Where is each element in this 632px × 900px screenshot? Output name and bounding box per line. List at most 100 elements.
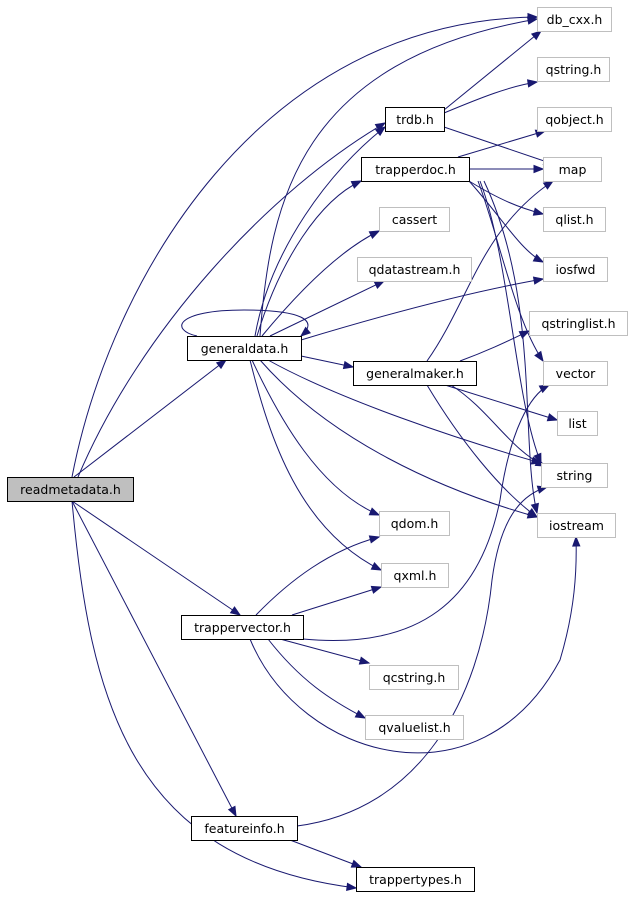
- node-string[interactable]: string: [541, 463, 608, 488]
- edge-line: [426, 384, 538, 518]
- node-qstringlist[interactable]: qstringlist.h: [529, 311, 628, 336]
- node-featureinfo[interactable]: featureinfo.h: [191, 816, 298, 841]
- node-label: map: [559, 162, 587, 177]
- edge-line: [71, 500, 241, 616]
- node-box: [365, 715, 464, 740]
- node-box: [541, 463, 608, 488]
- arrowhead: [368, 230, 381, 239]
- node-box: [543, 361, 608, 386]
- node-label: generaldata.h: [201, 341, 289, 356]
- edge-line: [426, 180, 554, 362]
- node-qlist[interactable]: qlist.h: [543, 207, 606, 232]
- edge-line: [77, 122, 386, 478]
- arrowhead: [373, 280, 386, 289]
- node-iosfwd[interactable]: iosfwd: [543, 257, 608, 282]
- node-box: [356, 867, 475, 892]
- node-qdom[interactable]: qdom.h: [379, 511, 450, 536]
- node-label: qcstring.h: [383, 670, 446, 685]
- edge-line: [71, 500, 357, 889]
- edge-line: [267, 638, 366, 719]
- edge-generaldata-to-qxml: [249, 359, 383, 571]
- arrowhead: [374, 126, 387, 137]
- edge-trdb-to-db_cxx: [443, 30, 543, 111]
- node-trappertypes[interactable]: trappertypes.h: [356, 867, 475, 892]
- arrowhead: [526, 79, 539, 88]
- node-qxml[interactable]: qxml.h: [381, 563, 449, 588]
- arrowhead: [530, 502, 539, 515]
- node-qvaluelist[interactable]: qvaluelist.h: [365, 715, 464, 740]
- node-label: cassert: [392, 212, 437, 227]
- edge-line: [443, 81, 538, 114]
- arrowhead: [368, 535, 381, 544]
- node-label: list: [568, 416, 586, 431]
- node-cassert[interactable]: cassert: [379, 207, 450, 232]
- arrowhead: [215, 359, 228, 370]
- node-label: vector: [556, 366, 597, 381]
- node-map[interactable]: map: [543, 157, 602, 182]
- arrowhead: [532, 253, 545, 263]
- edge-trappervector-to-qxml: [291, 585, 383, 616]
- edge-trappervector-to-vector: [302, 384, 551, 641]
- edge-line: [443, 30, 542, 111]
- arrowhead: [342, 360, 355, 370]
- node-box: [181, 615, 304, 640]
- node-trapperdoc[interactable]: trapperdoc.h: [361, 157, 470, 182]
- node-label: string: [557, 468, 593, 483]
- node-label: iosfwd: [556, 262, 596, 277]
- edge-line: [289, 839, 362, 868]
- node-db_cxx[interactable]: db_cxx.h: [537, 7, 612, 32]
- node-list[interactable]: list: [557, 411, 598, 436]
- arrowhead: [370, 585, 383, 594]
- node-generaldata[interactable]: generaldata.h: [187, 336, 302, 361]
- arrowhead: [532, 207, 545, 216]
- node-qcstring[interactable]: qcstring.h: [369, 665, 459, 690]
- edge-line: [71, 500, 237, 817]
- arrowhead: [526, 16, 539, 25]
- edge-readmetadata-to-trappervector: [71, 500, 242, 616]
- arrowhead: [368, 507, 381, 516]
- edge-line: [254, 126, 386, 337]
- node-trappervector[interactable]: trappervector.h: [181, 615, 304, 640]
- node-label: qdom.h: [391, 516, 439, 531]
- node-readmetadata[interactable]: readmetadata.h: [7, 477, 134, 502]
- arrowhead: [354, 709, 367, 719]
- edge-line: [450, 384, 546, 467]
- edge-trapperdoc-to-iostream: [483, 180, 539, 515]
- node-label: qobject.h: [545, 112, 603, 127]
- node-label: qdatastream.h: [369, 262, 461, 277]
- edge-line: [444, 384, 558, 421]
- node-label: qstring.h: [546, 62, 602, 77]
- edge-generaldata-to-qdom: [251, 359, 381, 516]
- arrowhead: [533, 164, 545, 174]
- arrowhead: [350, 859, 363, 868]
- node-generalmaker[interactable]: generalmaker.h: [353, 361, 477, 386]
- node-iostream[interactable]: iostream: [537, 513, 616, 538]
- edge-trdb-to-qstring: [443, 79, 539, 114]
- node-qobject[interactable]: qobject.h: [537, 107, 612, 132]
- edge-line: [477, 180, 544, 362]
- edge-line: [468, 180, 544, 263]
- node-label: generalmaker.h: [366, 366, 464, 381]
- node-trdb[interactable]: trdb.h: [385, 107, 445, 132]
- edge-line: [459, 330, 530, 362]
- node-qstring[interactable]: qstring.h: [537, 57, 610, 82]
- edge-line: [269, 280, 385, 337]
- arrowhead: [532, 276, 545, 285]
- node-box: [353, 361, 477, 386]
- edge-readmetadata-to-generaldata: [73, 359, 228, 478]
- edge-line: [181, 309, 309, 337]
- edge-line: [249, 536, 577, 754]
- node-label: qlist.h: [555, 212, 593, 227]
- edge-trappervector-to-qcstring: [279, 638, 371, 665]
- edge-line: [479, 180, 542, 464]
- node-label: qxml.h: [394, 568, 437, 583]
- node-box: [191, 816, 298, 841]
- node-box: [7, 477, 134, 502]
- edge-line: [302, 384, 550, 641]
- node-qdatastream[interactable]: qdatastream.h: [357, 257, 472, 282]
- edge-trapperdoc-to-map: [469, 164, 545, 174]
- edge-generalmaker-to-map: [426, 180, 555, 362]
- node-box: [357, 257, 472, 282]
- node-vector[interactable]: vector: [543, 361, 608, 386]
- node-label: qstringlist.h: [541, 316, 615, 331]
